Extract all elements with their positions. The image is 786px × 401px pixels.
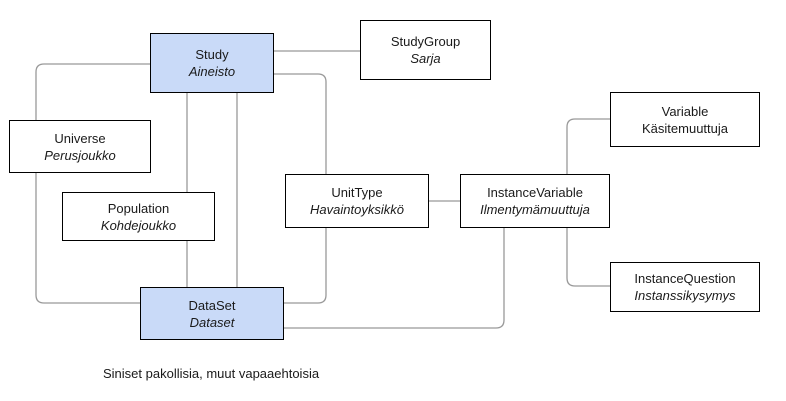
node-studygroup-label-fi: Sarja: [410, 51, 441, 66]
node-population-label-fi: Kohdejoukko: [100, 217, 177, 233]
edge-instancevariable-variable: [566, 118, 610, 174]
node-universe-label-fi: Perusjoukko: [44, 147, 116, 163]
node-studygroup[interactable]: StudyGroup Sarja: [360, 20, 491, 80]
node-instancevariable[interactable]: InstanceVariable Ilmentymämuuttuja: [460, 174, 610, 228]
node-dataset-label-fi: Dataset: [189, 314, 235, 330]
node-studygroup-label: StudyGroup: [390, 34, 461, 49]
node-variable-label-fi: Käsitemuuttuja: [642, 120, 728, 136]
node-universe[interactable]: Universe Perusjoukko: [9, 120, 151, 173]
node-instancequestion-label: InstanceQuestion: [634, 271, 736, 286]
edge-dataset-instancevariable: [284, 228, 505, 329]
node-population-label: Population: [107, 200, 170, 216]
node-variable-label: Variable: [661, 103, 709, 119]
node-unittype-label-fi: Havaintoyksikkö: [310, 202, 404, 217]
node-instancequestion[interactable]: InstanceQuestion Instanssikysymys: [610, 262, 760, 312]
node-variable[interactable]: Variable Käsitemuuttuja: [610, 92, 760, 147]
node-unittype[interactable]: UnitType Havaintoyksikkö: [285, 174, 429, 228]
edge-instancevariable-instancequestion: [566, 228, 610, 287]
node-population[interactable]: Population Kohdejoukko: [62, 192, 215, 241]
node-dataset[interactable]: DataSet Dataset: [140, 287, 284, 340]
legend-caption: Siniset pakollisia, muut vapaaehtoisia: [103, 366, 320, 381]
node-unittype-label: UnitType: [331, 185, 383, 200]
edge-study-dataset-left: [35, 63, 150, 304]
node-instancevariable-label-fi: Ilmentymämuuttuja: [480, 202, 590, 217]
node-dataset-label: DataSet: [188, 297, 236, 313]
node-study[interactable]: Study Aineisto: [150, 33, 274, 93]
node-instancequestion-label-fi: Instanssikysymys: [634, 288, 736, 303]
node-instancevariable-label: InstanceVariable: [487, 185, 583, 200]
node-study-label: Study: [195, 47, 229, 62]
node-universe-label: Universe: [54, 130, 106, 146]
node-study-label-fi: Aineisto: [188, 64, 236, 79]
